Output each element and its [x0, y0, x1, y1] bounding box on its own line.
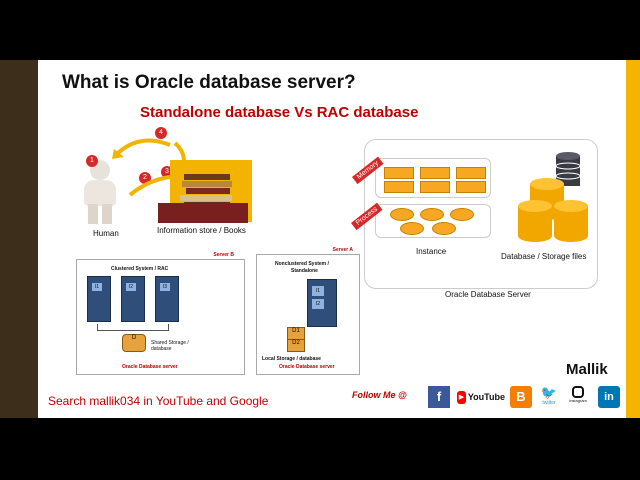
standalone-diagram: Server A Nonclustered System / Standalon… — [256, 247, 360, 375]
rac-footer: Oracle Database server — [122, 364, 178, 370]
instagram-icon[interactable]: Instagram — [566, 386, 590, 410]
standalone-instance-1: I1 — [312, 286, 324, 296]
human-label: Human — [93, 229, 119, 238]
memory-area — [375, 158, 491, 198]
process-oval — [400, 222, 424, 235]
slide: What is Oracle database server? Standalo… — [0, 60, 640, 418]
facebook-icon[interactable]: f — [428, 386, 450, 408]
youtube-label: YouTube — [467, 392, 505, 402]
twitter-label: twitter — [542, 400, 556, 406]
process-area — [375, 204, 491, 238]
rac-system-title: Clustered System / RAC — [111, 266, 169, 272]
step-marker-1: 1 — [86, 155, 98, 167]
standalone-title-line1: Nonclustered System / — [275, 261, 329, 267]
rac-diagram: Server B Clustered System / RAC I1 I2 I3… — [76, 252, 245, 375]
instagram-label: Instagram — [569, 398, 587, 403]
standalone-title-line2: Standalone — [291, 268, 318, 274]
standalone-server-name: Server A — [332, 247, 353, 253]
human-illustration — [70, 158, 130, 228]
author-name: Mallik — [566, 361, 608, 378]
rac-shared-disk: D — [122, 334, 146, 352]
process-oval — [450, 208, 474, 221]
oracle-server-label: Oracle Database Server — [445, 290, 531, 299]
blogger-icon[interactable]: B — [510, 386, 532, 408]
memory-cell — [384, 181, 414, 193]
rac-node-3: I3 — [155, 276, 179, 322]
storage-files-label: Database / Storage files — [501, 252, 587, 261]
process-oval — [390, 208, 414, 221]
instance-label: Instance — [416, 247, 447, 256]
information-store-label: Information store / Books — [157, 226, 246, 235]
rac-interconnect — [97, 324, 169, 331]
slide-title: What is Oracle database server? — [62, 72, 356, 93]
memory-cell — [456, 167, 486, 179]
rac-storage-label: Shared Storage / database — [151, 340, 189, 352]
memory-cell — [384, 167, 414, 179]
twitter-icon[interactable]: 🐦 twitter — [537, 386, 561, 410]
step-marker-4: 4 — [155, 127, 167, 139]
rac-server-name: Server B — [213, 252, 234, 258]
process-oval — [420, 208, 444, 221]
rac-node-1: I1 — [87, 276, 111, 322]
standalone-node: I1 I2 — [307, 279, 337, 327]
right-decor-bar — [626, 60, 640, 418]
books-shelf — [158, 203, 248, 223]
left-decor-bar — [0, 60, 38, 418]
linkedin-icon[interactable]: in — [598, 386, 620, 408]
slide-subtitle: Standalone database Vs RAC database — [140, 104, 419, 121]
standalone-disk-2: D2 — [287, 339, 305, 352]
rac-node-2: I2 — [121, 276, 145, 322]
standalone-instance-2: I2 — [312, 299, 324, 309]
follow-text: Follow Me @ — [352, 390, 407, 400]
youtube-icon[interactable]: ▶ YouTube — [457, 390, 505, 404]
search-text: Search mallik034 in YouTube and Google — [48, 394, 269, 408]
standalone-storage-label: Local Storage / database — [262, 356, 321, 362]
standalone-footer: Oracle Database server — [279, 364, 335, 370]
memory-cell — [420, 181, 450, 193]
step-marker-2: 2 — [139, 172, 151, 184]
memory-cell — [420, 167, 450, 179]
database-storage-icon — [518, 152, 588, 242]
process-oval — [432, 222, 456, 235]
memory-cell — [456, 181, 486, 193]
